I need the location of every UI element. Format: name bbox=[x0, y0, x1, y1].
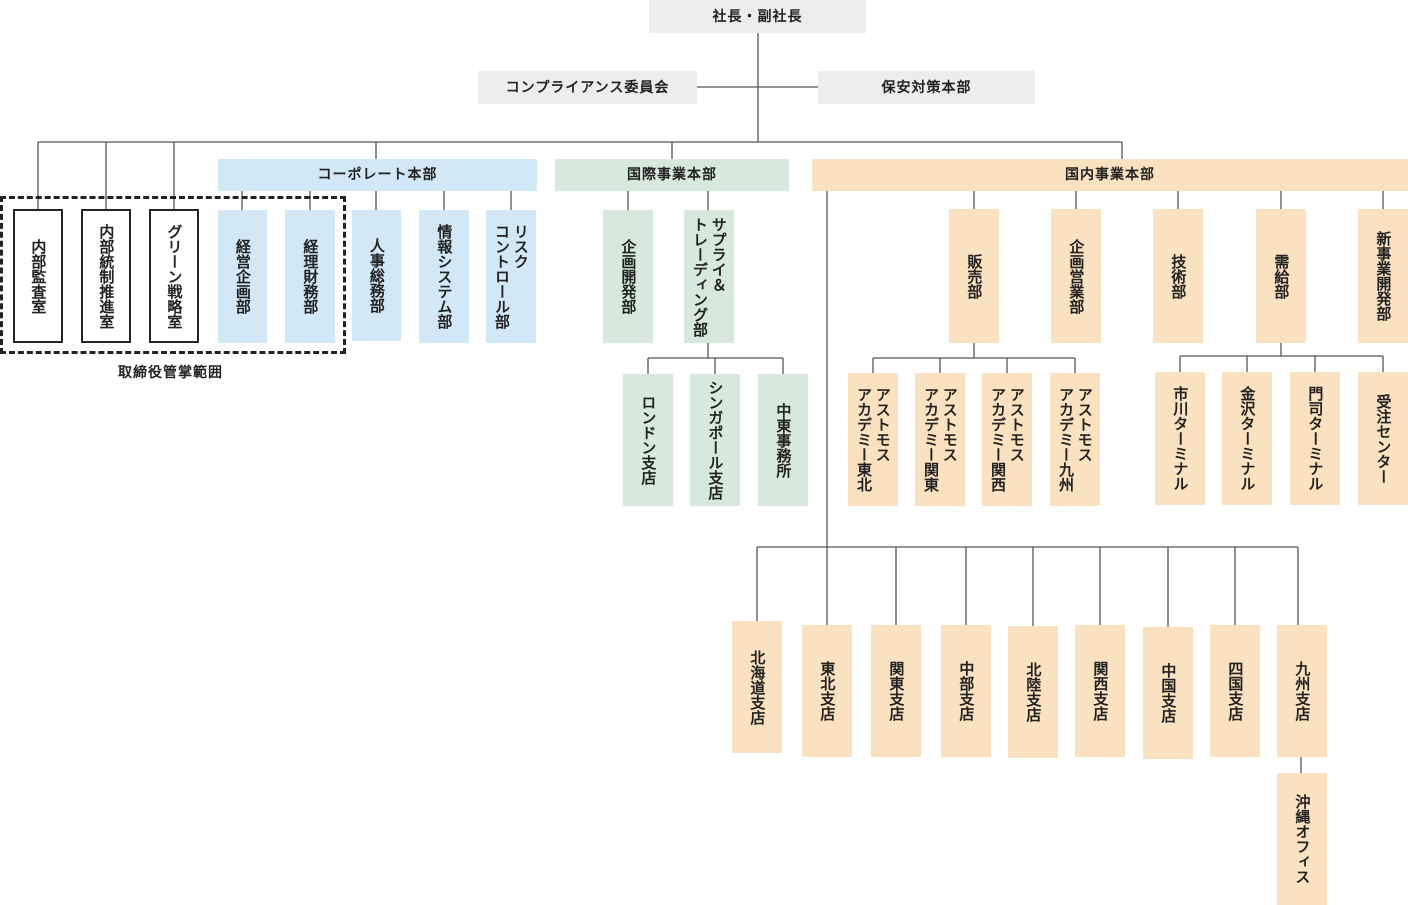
shikoku-branch-box: 四国支店 bbox=[1210, 625, 1260, 757]
kyushu-branch-box: 九州支店 bbox=[1277, 625, 1327, 757]
order-center-box: 受注センター bbox=[1358, 372, 1408, 505]
president-box: 社長・副社長 bbox=[649, 0, 866, 33]
green-strategy-box: グリーン戦略室 bbox=[149, 209, 199, 343]
internal-audit-box: 内部監査室 bbox=[13, 209, 63, 343]
supply-demand-dept-box: 需給部 bbox=[1256, 209, 1306, 343]
hr-general-box: 人事総務部 bbox=[352, 210, 401, 341]
accounting-finance-box: 経理財務部 bbox=[285, 210, 335, 343]
hokkaido-branch-box: 北海道支店 bbox=[732, 621, 782, 753]
domestic-hq-box: 国内事業本部 bbox=[812, 159, 1408, 191]
hokuriku-branch-box: 北陸支店 bbox=[1008, 626, 1058, 758]
middle-east-office-box: 中東事務所 bbox=[758, 374, 808, 506]
management-planning-box: 経営企画部 bbox=[218, 210, 267, 343]
chubu-branch-box: 中部支店 bbox=[941, 625, 991, 757]
compliance-committee-box: コンプライアンス委員会 bbox=[478, 71, 697, 104]
academy-tohoku-box: アストモス アカデミー東北 bbox=[848, 373, 898, 506]
london-branch-box: ロンドン支店 bbox=[623, 374, 673, 506]
kanto-branch-box: 関東支店 bbox=[871, 625, 921, 757]
it-systems-box: 情報システム部 bbox=[419, 210, 469, 343]
technology-dept-box: 技術部 bbox=[1153, 209, 1203, 343]
supply-trading-box: サプライ＆ トレーディング部 bbox=[684, 210, 734, 343]
ichikawa-terminal-box: 市川ターミナル bbox=[1155, 372, 1205, 505]
planning-sales-dept-box: 企画営業部 bbox=[1051, 209, 1101, 343]
singapore-branch-box: シンガポール支店 bbox=[690, 374, 740, 506]
security-hq-box: 保安対策本部 bbox=[818, 71, 1035, 104]
sales-dept-box: 販売部 bbox=[949, 209, 999, 343]
corporate-hq-box: コーポレート本部 bbox=[218, 159, 537, 191]
academy-kyushu-box: アストモス アカデミー九州 bbox=[1050, 373, 1100, 506]
academy-kansai-box: アストモス アカデミー関西 bbox=[982, 373, 1032, 506]
new-business-dept-box: 新事業開発部 bbox=[1358, 209, 1408, 343]
planning-development-box: 企画開発部 bbox=[603, 210, 653, 343]
tohoku-branch-box: 東北支店 bbox=[802, 625, 852, 757]
internal-control-box: 内部統制推進室 bbox=[81, 209, 131, 343]
kanazawa-terminal-box: 金沢ターミナル bbox=[1222, 372, 1272, 505]
risk-control-box: リスク コントロール部 bbox=[486, 210, 536, 343]
moji-terminal-box: 門司ターミナル bbox=[1290, 372, 1340, 505]
okinawa-office-box: 沖縄オフィス bbox=[1277, 773, 1327, 905]
directors-scope-frame bbox=[0, 196, 346, 354]
academy-kanto-box: アストモス アカデミー関東 bbox=[915, 373, 965, 506]
chugoku-branch-box: 中国支店 bbox=[1143, 627, 1193, 759]
international-hq-box: 国際事業本部 bbox=[555, 159, 789, 191]
directors-scope-label: 取締役管掌範囲 bbox=[118, 365, 223, 381]
kansai-branch-box: 関西支店 bbox=[1075, 625, 1125, 757]
